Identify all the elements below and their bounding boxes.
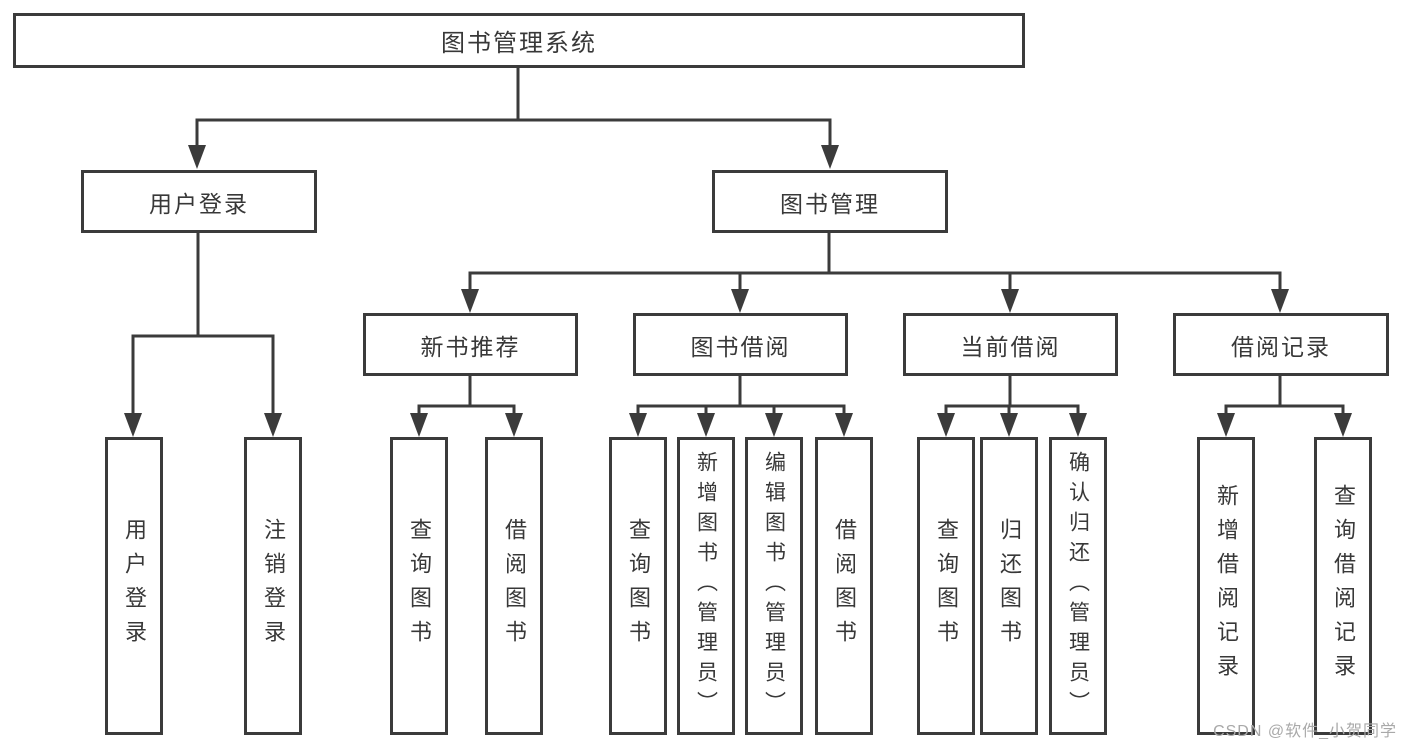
leaf-user-login: 用户登录 [105, 437, 163, 735]
node-new-book-recommend: 新书推荐 [363, 313, 578, 376]
leaf-add-borrow-record-label: 新增借阅记录 [1214, 484, 1239, 688]
leaf-confirm-return-admin-label: 确认归还（管理员） [1066, 451, 1090, 721]
connector-borrow-records [1224, 376, 1345, 415]
node-library-system: 图书管理系统 [13, 13, 1025, 68]
leaf-borrow-books-recommend: 借阅图书 [485, 437, 543, 735]
leaf-confirm-return-admin: 确认归还（管理员） [1049, 437, 1107, 735]
leaf-add-book-admin: 新增图书（管理员） [677, 437, 735, 735]
leaf-borrow-books-label: 借阅图书 [832, 518, 857, 654]
connector-root [195, 68, 832, 148]
connector-current-borrow [944, 376, 1080, 415]
node-book-borrow-label: 图书借阅 [690, 333, 791, 360]
leaf-return-books: 归还图书 [980, 437, 1038, 735]
node-borrow-records: 借阅记录 [1173, 313, 1389, 376]
leaf-edit-book-admin: 编辑图书（管理员） [745, 437, 803, 735]
leaf-logout: 注销登录 [244, 437, 302, 735]
node-current-borrow: 当前借阅 [903, 313, 1118, 376]
node-book-management: 图书管理 [712, 170, 948, 233]
leaf-user-login-label: 用户登录 [122, 518, 147, 654]
connector-book-management [468, 233, 1282, 291]
connector-new-book-recommend [417, 376, 516, 415]
leaf-query-books-recommend-label: 查询图书 [407, 518, 432, 654]
leaf-edit-book-admin-label: 编辑图书（管理员） [762, 451, 786, 721]
node-user-login: 用户登录 [81, 170, 317, 233]
node-book-borrow: 图书借阅 [633, 313, 848, 376]
leaf-add-borrow-record: 新增借阅记录 [1197, 437, 1255, 735]
leaf-return-books-label: 归还图书 [997, 518, 1022, 654]
leaf-query-books-current: 查询图书 [917, 437, 975, 735]
node-new-book-recommend-label: 新书推荐 [420, 333, 521, 360]
leaf-logout-label: 注销登录 [261, 518, 286, 654]
leaf-query-books-current-label: 查询图书 [934, 518, 959, 654]
node-borrow-records-label: 借阅记录 [1231, 333, 1331, 360]
leaf-query-books-borrow-label: 查询图书 [626, 518, 651, 654]
leaf-query-borrow-record-label: 查询借阅记录 [1331, 484, 1356, 688]
node-current-borrow-label: 当前借阅 [960, 333, 1061, 360]
node-library-system-label: 图书管理系统 [441, 30, 597, 57]
csdn-watermark: CSDN @软件_小贺同学 [1213, 723, 1397, 740]
leaf-query-borrow-record: 查询借阅记录 [1314, 437, 1372, 735]
leaf-borrow-books: 借阅图书 [815, 437, 873, 735]
leaf-query-books-recommend: 查询图书 [390, 437, 448, 735]
arrowheads [124, 145, 1352, 437]
node-user-login-label: 用户登录 [149, 190, 249, 217]
node-book-management-label: 图书管理 [780, 190, 880, 217]
leaf-query-books-borrow: 查询图书 [609, 437, 667, 735]
leaf-add-book-admin-label: 新增图书（管理员） [694, 451, 718, 721]
connector-book-borrow [636, 376, 846, 415]
leaf-borrow-books-recommend-label: 借阅图书 [502, 518, 527, 654]
connector-user-login [131, 233, 275, 415]
